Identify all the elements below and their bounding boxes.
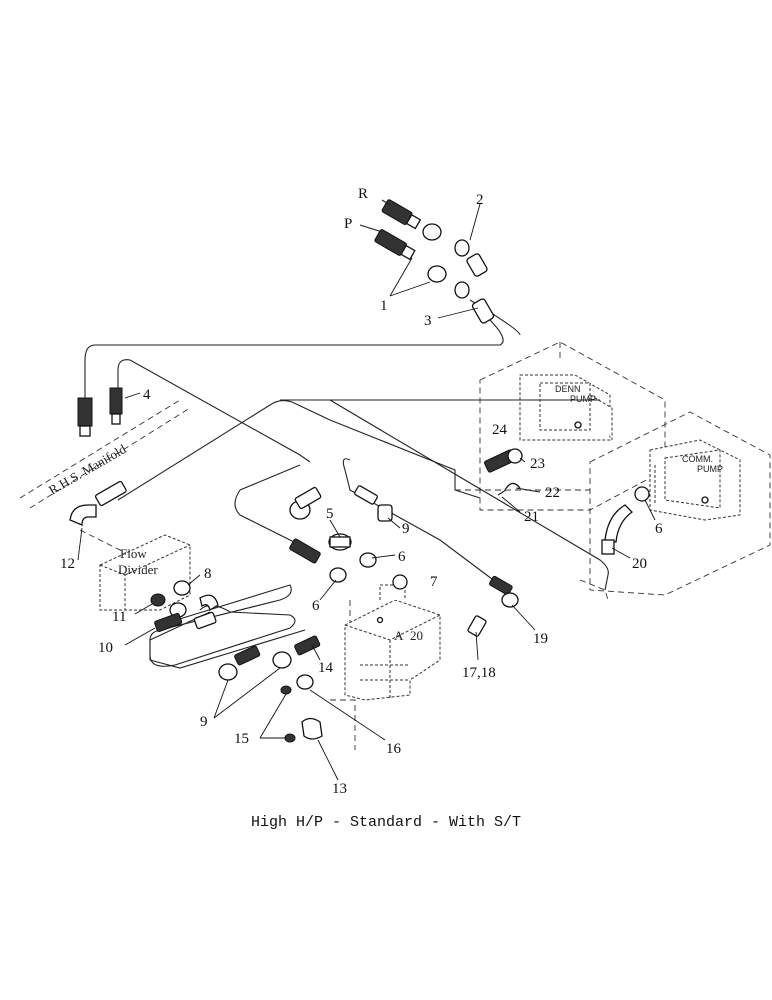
callout-1: 1 — [380, 298, 388, 314]
callout-leaders — [77, 203, 656, 781]
hose-fitting-icon — [289, 538, 408, 590]
callout-16: 16 — [386, 741, 402, 757]
callouts: 1 2 3 4 5 6 6 6 7 8 9 9 10 11 12 13 14 1… — [60, 192, 663, 797]
port-r-label: R — [358, 186, 368, 202]
callout-9b: 9 — [200, 714, 208, 730]
hose-fitting-icon — [467, 575, 519, 637]
callout-13: 13 — [332, 781, 347, 797]
callout-9a: 9 — [402, 521, 410, 537]
valve-port-label: A — [394, 628, 404, 643]
callout-6c: 6 — [655, 521, 663, 537]
flow-divider-label-1: Flow — [120, 546, 147, 561]
hose-lines — [19, 299, 609, 669]
flow-divider-icon: Flow Divider — [99, 534, 191, 611]
hose-fitting-icon — [77, 387, 123, 437]
denn-pump-icon: DENN PUMP — [519, 374, 613, 441]
elbow-fitting-icon — [601, 486, 650, 555]
callout-20: 20 — [632, 556, 647, 572]
elbow-fitting-icon — [69, 480, 127, 526]
callout-17-18: 17,18 — [462, 665, 496, 681]
callout-22: 22 — [545, 485, 560, 501]
comm-pump-label-1: COMM. — [682, 454, 713, 464]
callout-6a: 6 — [398, 549, 406, 565]
diagram-caption: High H/P - Standard - With S/T — [250, 814, 522, 831]
tee-fitting-icon — [289, 485, 393, 568]
callout-21: 21 — [524, 509, 539, 525]
hose-fitting-icon — [150, 580, 323, 743]
callout-3: 3 — [424, 313, 432, 329]
callout-6b: 6 — [312, 598, 320, 614]
flow-divider-label-2: Divider — [118, 562, 158, 577]
hose-fitting-icon — [484, 448, 523, 496]
callout-19: 19 — [533, 631, 548, 647]
comm-pump-label-2: PUMP — [697, 464, 723, 474]
callout-7: 7 — [430, 574, 438, 590]
port-p-label: P — [344, 216, 352, 232]
callout-4: 4 — [143, 387, 151, 403]
comm-pump-icon: COMM. PUMP — [649, 439, 741, 521]
callout-24: 24 — [492, 422, 508, 438]
pump-enclosure — [479, 341, 771, 596]
callout-5: 5 — [326, 506, 334, 522]
callout-12: 12 — [60, 556, 75, 572]
callout-2: 2 — [476, 192, 484, 208]
valve-number-label: 20 — [410, 628, 423, 643]
callout-23: 23 — [530, 456, 545, 472]
callout-10: 10 — [98, 640, 113, 656]
hose-fitting-icon — [359, 199, 422, 261]
callout-11: 11 — [112, 609, 126, 625]
callout-14: 14 — [318, 660, 334, 676]
elbow-fitting-icon — [422, 223, 495, 324]
valve-block-icon: A 20 — [344, 584, 441, 701]
denn-pump-label-1: DENN — [555, 384, 581, 394]
denn-pump-label-2: PUMP — [570, 394, 596, 404]
callout-8: 8 — [204, 566, 212, 582]
callout-15: 15 — [234, 731, 249, 747]
